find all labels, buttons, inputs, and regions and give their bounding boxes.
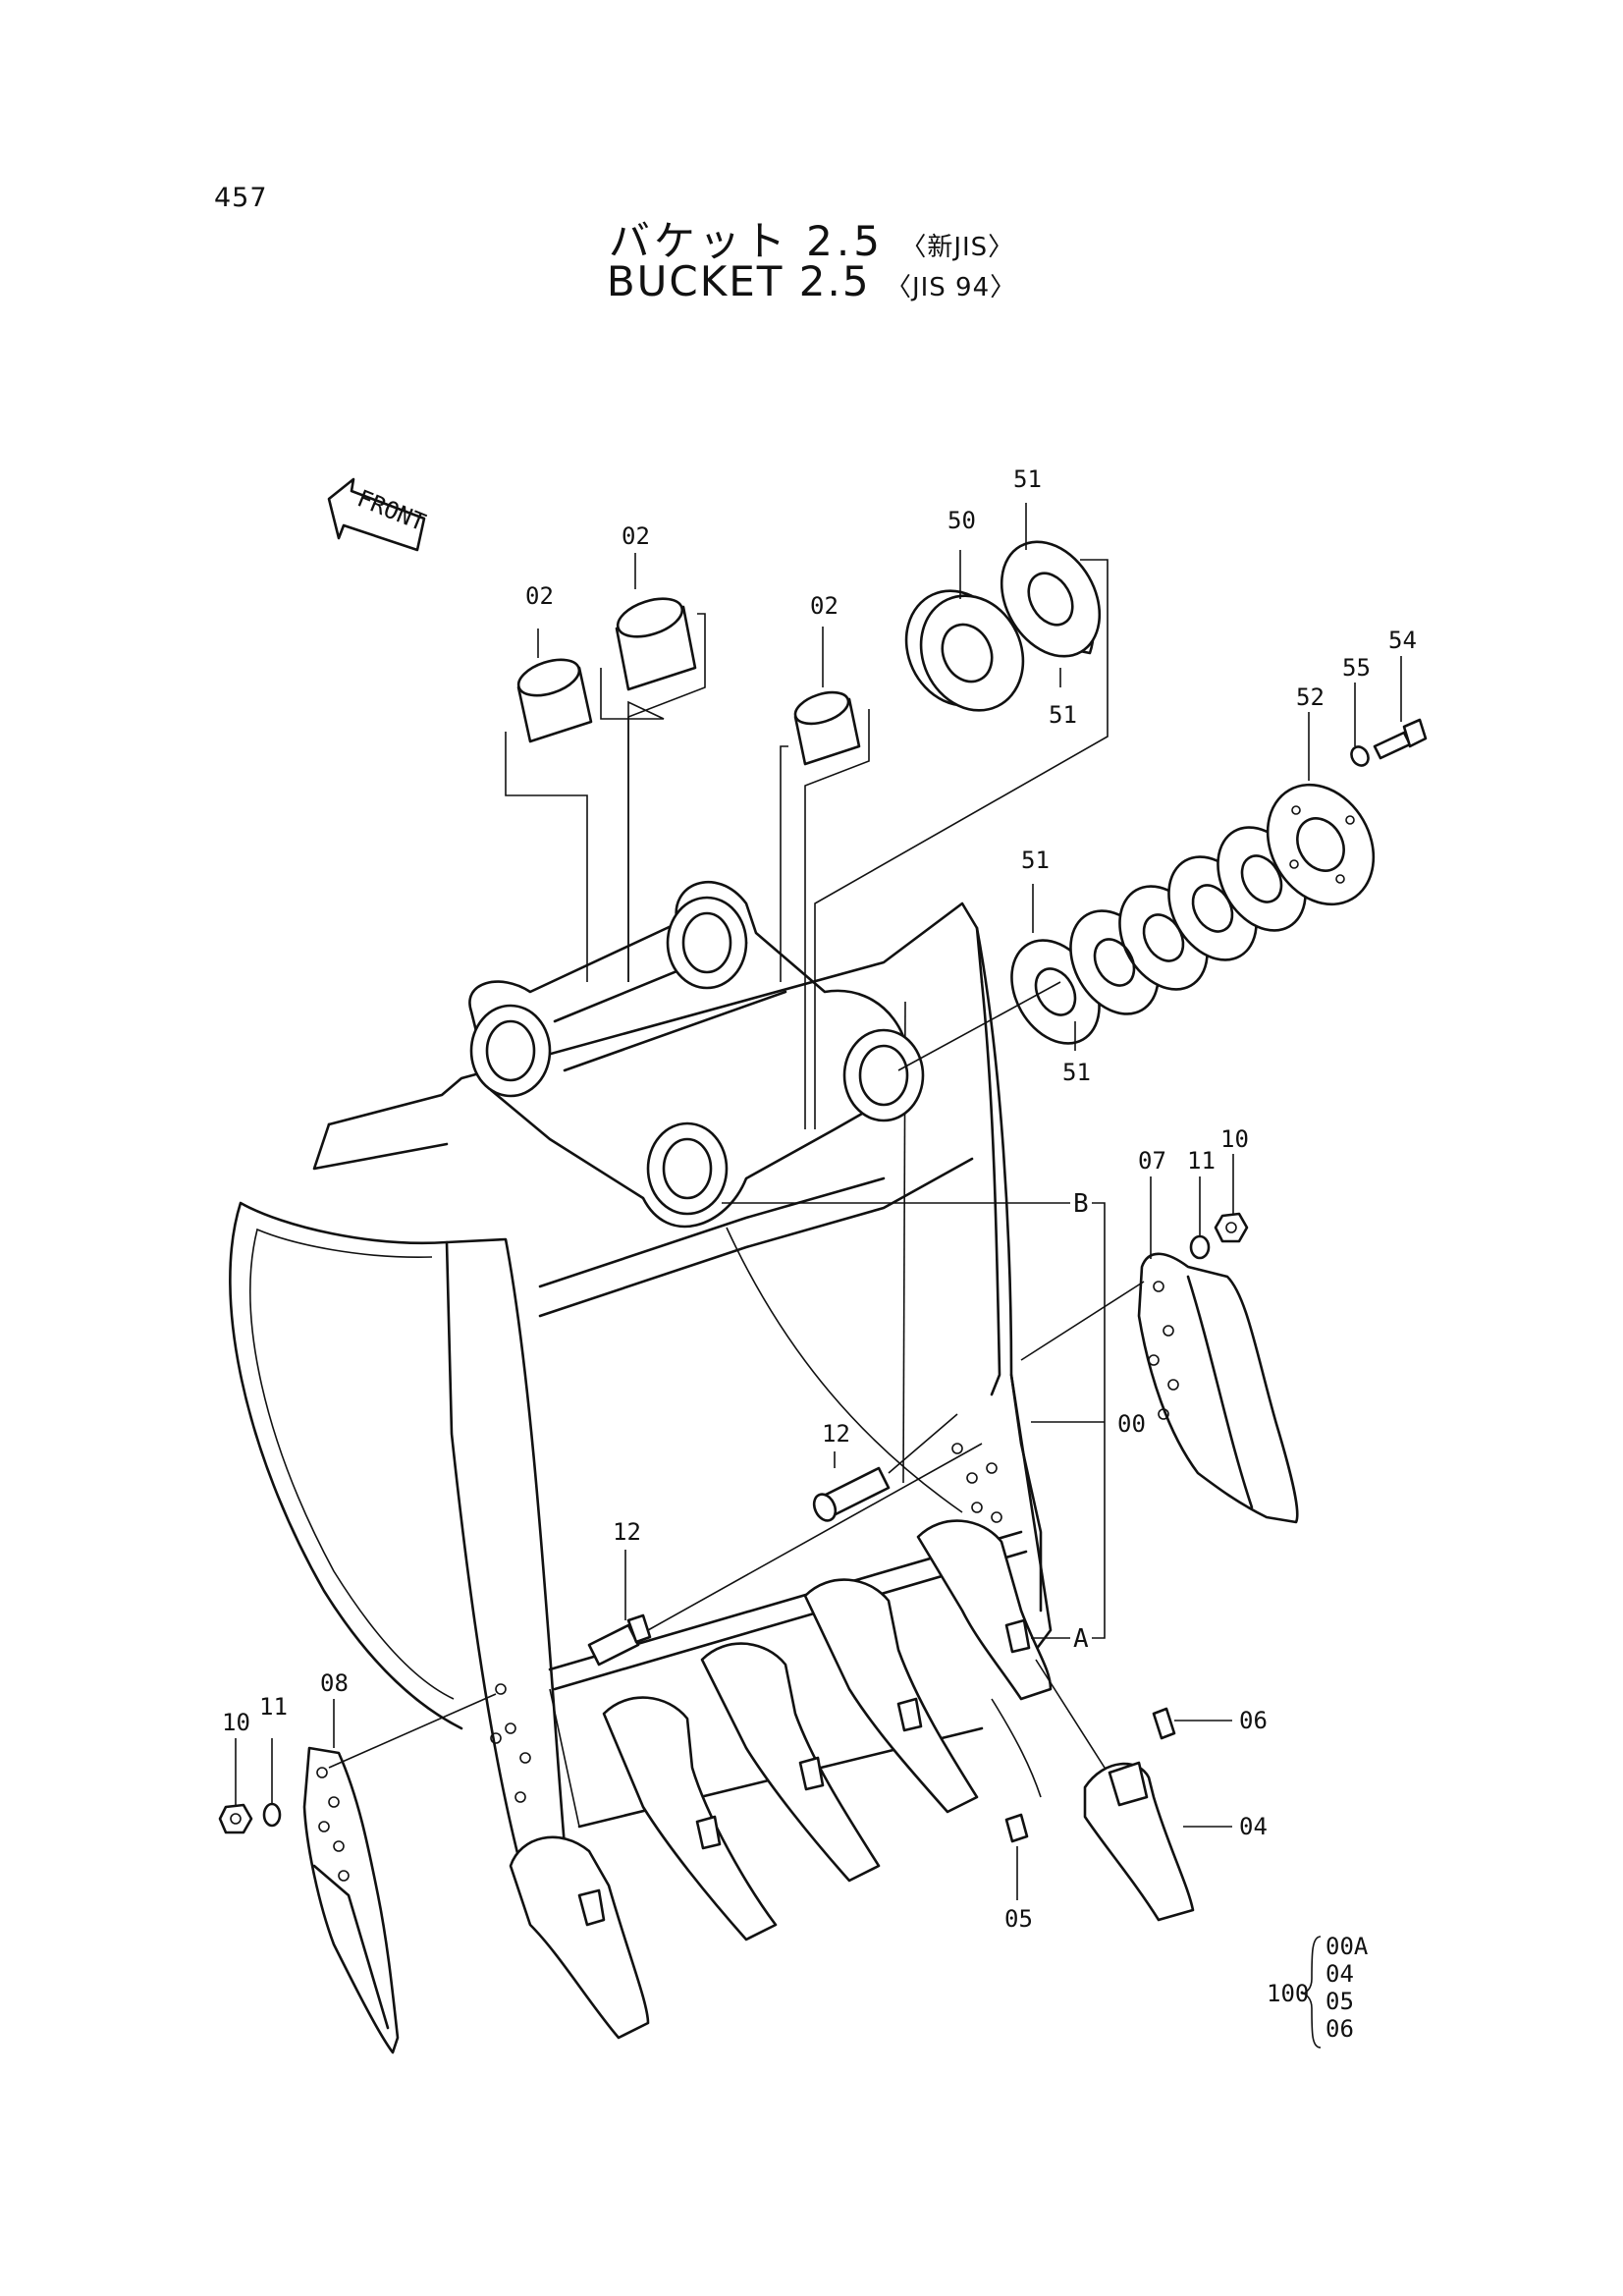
callout-10-left: 10 [222,1709,250,1736]
washer-55 [1350,745,1370,767]
title-jp-standard: 〈新JIS〉 [900,233,1015,262]
cover-plate-52 [1266,783,1376,906]
callout-12-left: 12 [613,1518,641,1546]
title-english: BUCKET 2.5 〈JIS 94〉 [0,257,1623,305]
callout-02-left: 02 [525,582,554,610]
callout-51-bottom: 51 [1062,1059,1091,1086]
assembly-item-4: 06 [1325,2015,1354,2043]
tooth-point-04 [1083,1761,1195,1922]
title-en-standard: 〈JIS 94〉 [885,273,1017,302]
tooth-2 [602,1696,778,1941]
callout-11-left: 11 [259,1693,288,1721]
bolt-54 [1373,718,1428,760]
callout-10-right: 10 [1220,1125,1249,1153]
tooth-4 [803,1578,979,1814]
callout-05: 05 [1004,1905,1033,1933]
assembly-note: 100 00A 04 05 06 [1267,1933,1369,2049]
callout-54: 54 [1388,627,1417,654]
callout-06: 06 [1239,1707,1268,1734]
callout-50: 50 [947,507,976,534]
callout-08: 08 [320,1669,349,1697]
link-bracket [468,880,925,1229]
pin-06 [1152,1707,1176,1740]
callout-07: 07 [1138,1147,1166,1175]
nut-10-right [1214,1212,1249,1243]
front-label: FRONT [353,484,429,536]
nut-10-left [218,1803,253,1834]
callout-51-top: 51 [1013,465,1042,493]
spacer-50 [904,589,1025,712]
assembly-item-3: 05 [1325,1988,1354,2015]
callout-02-middle: 02 [622,522,650,550]
tooth-3 [700,1642,881,1883]
washer-11-right [1189,1234,1211,1260]
side-cutter-08 [302,1746,400,2054]
callout-52: 52 [1296,683,1325,711]
title-jp-main: バケット 2.5 [608,217,884,265]
callout-A: A [1073,1624,1089,1654]
bolt-12-left [587,1613,652,1667]
assembly-item-1: 00A [1325,1933,1369,1960]
front-arrow-icon: FRONT [327,477,429,552]
bushing-02-right [793,690,861,766]
bushing-02-middle [615,597,697,691]
assembly-item-2: 04 [1325,1960,1354,1988]
shim-51-top [1000,540,1102,658]
callout-55: 55 [1342,654,1371,682]
callout-02-right: 02 [810,592,839,620]
side-cutter-07 [1137,1252,1299,1524]
page-number: 457 [214,183,268,213]
callout-51-lower-middle: 51 [1021,847,1050,874]
callout-51-upper-middle: 51 [1049,701,1077,729]
callout-11-right: 11 [1187,1147,1216,1175]
lock-05 [1004,1813,1029,1843]
callout-12-right: 12 [822,1420,850,1448]
washer-11-left [262,1802,282,1828]
callout-04: 04 [1239,1813,1268,1840]
bushing-02-left [516,658,593,743]
title-en-main: BUCKET 2.5 [606,257,871,305]
callout-00: 00 [1117,1410,1146,1438]
tooth-5 [916,1519,1053,1701]
callout-B: B [1073,1189,1089,1219]
title-japanese: バケット 2.5 〈新JIS〉 [0,208,1623,268]
bolt-12-right [812,1466,891,1522]
tooth-1 [509,1835,650,2040]
